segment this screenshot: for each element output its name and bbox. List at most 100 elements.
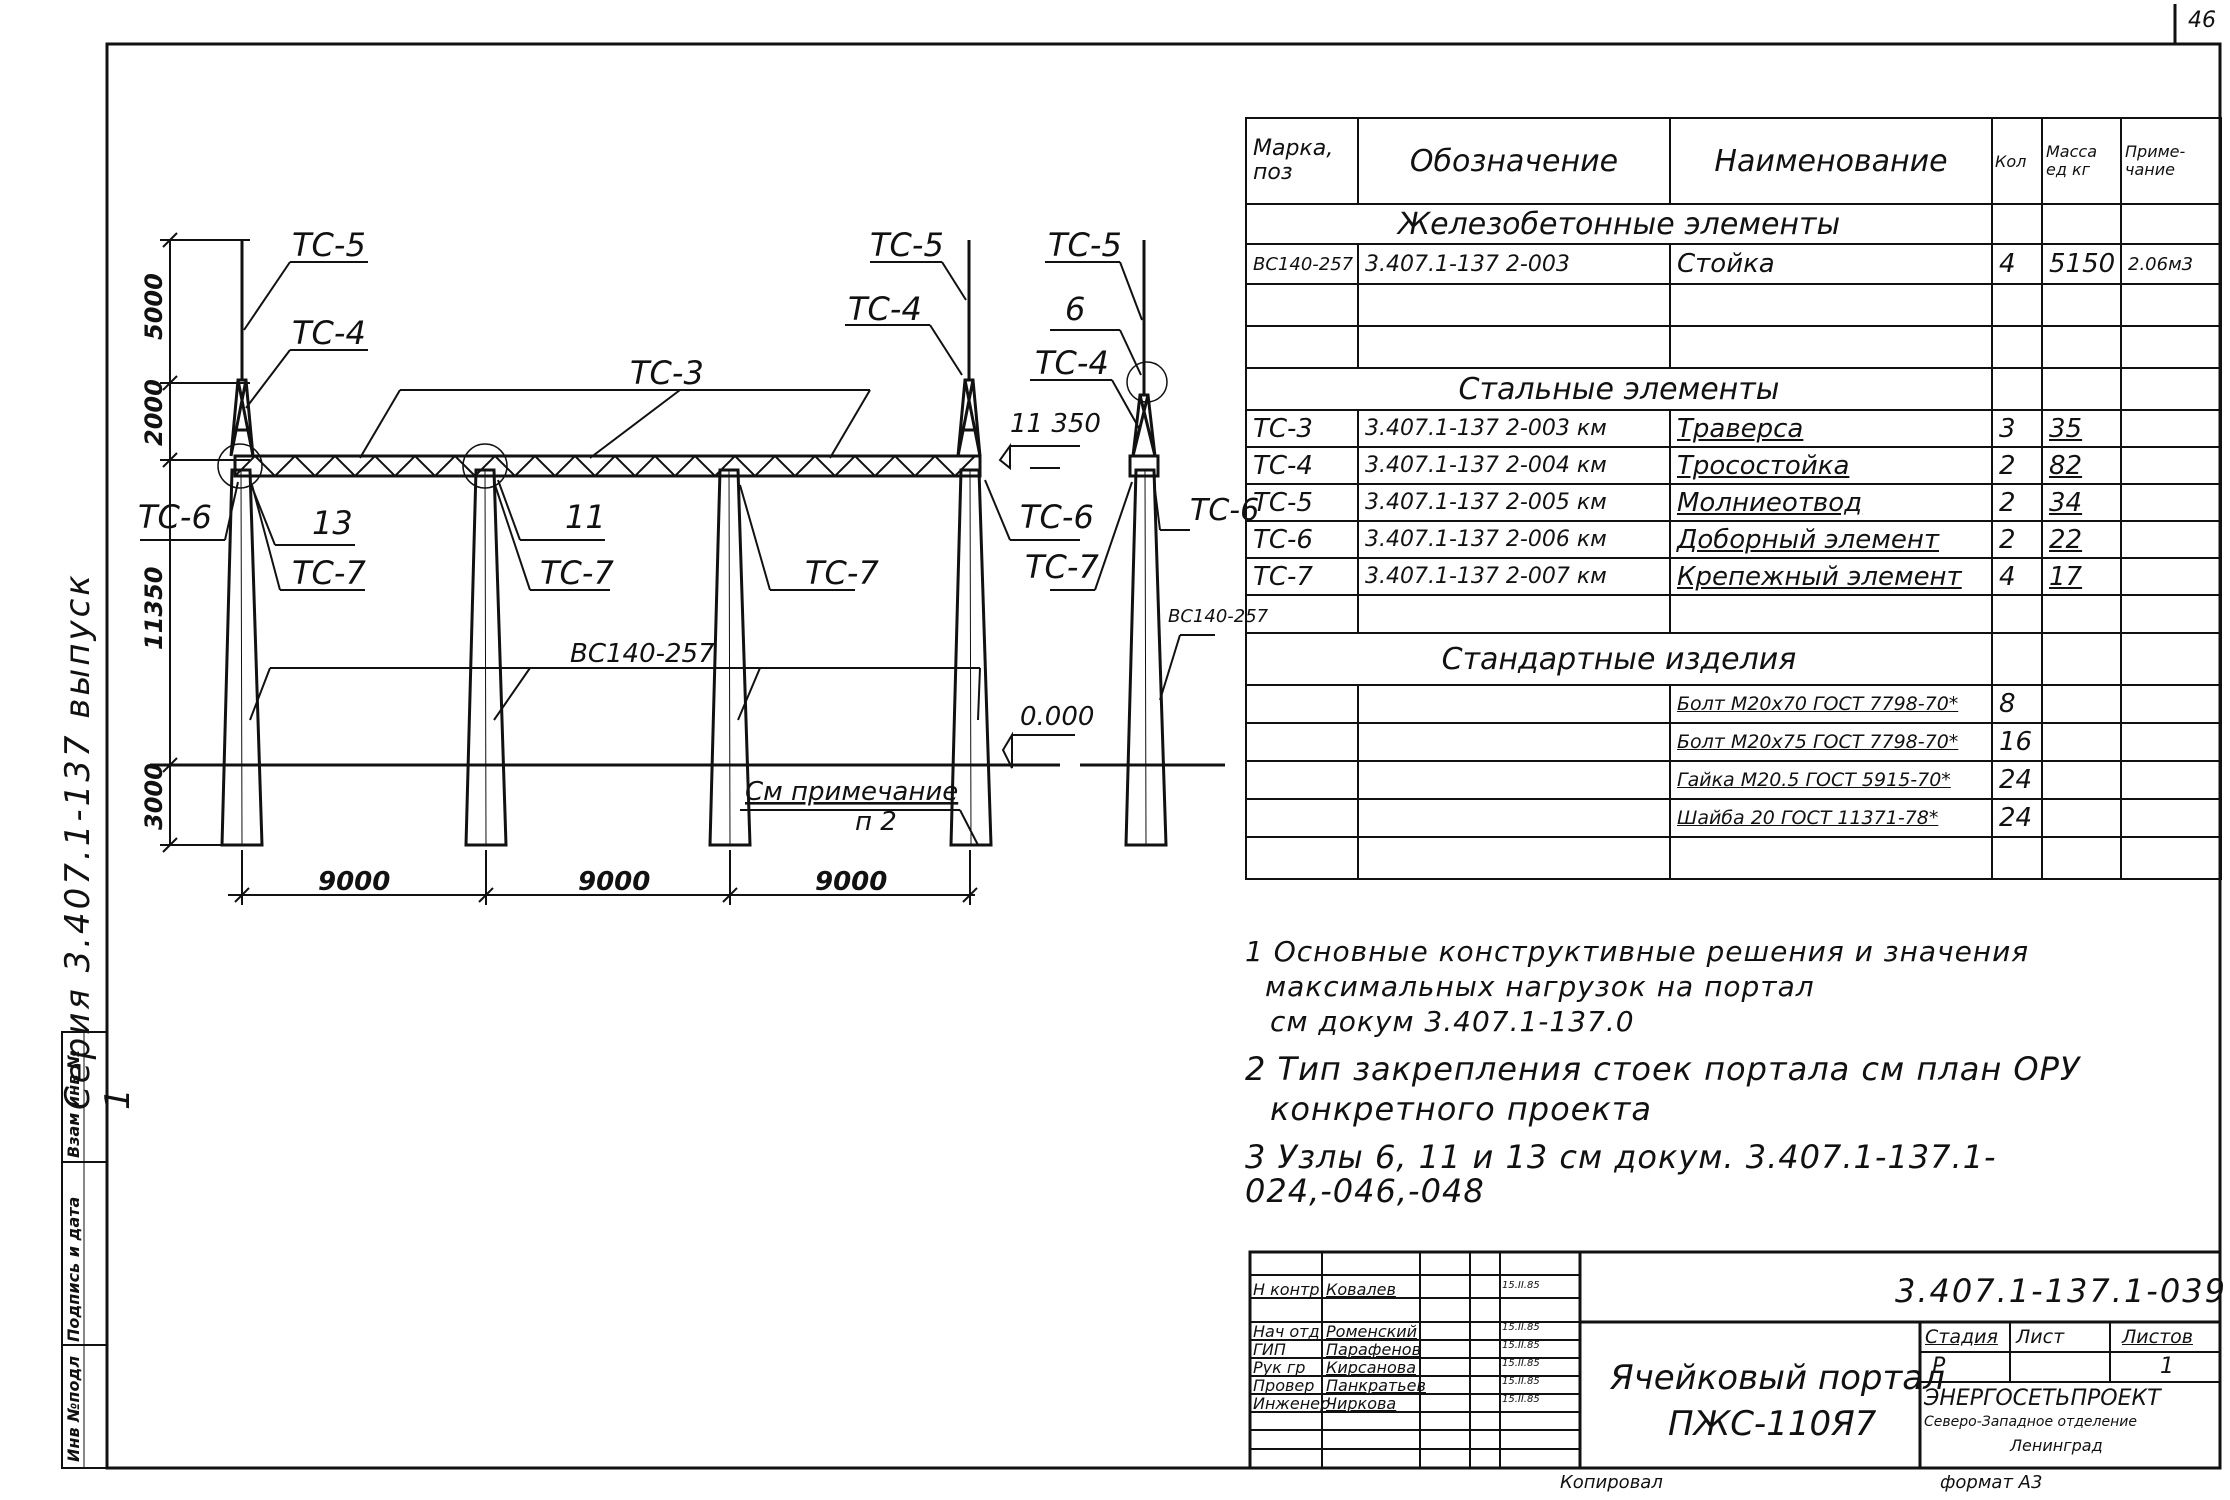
steel-qty: 2 — [1991, 483, 2043, 522]
steel-designation: 3.407.1-137 2-003 км — [1357, 409, 1671, 448]
rc-remark: 2.06м3 — [2120, 243, 2222, 285]
label-13: 13 — [312, 504, 353, 542]
std-remark — [2120, 722, 2222, 762]
header-qty: Кол — [1991, 117, 2043, 205]
column-1 — [220, 468, 264, 847]
rc-name: Стойка — [1669, 243, 1993, 285]
header-remark: Приме-чание — [2120, 117, 2222, 205]
label-tc6-a: ТС-6 — [138, 498, 212, 536]
std-name: Болт М20х75 ГОСТ 7798-70* — [1669, 722, 1993, 762]
steel-remark — [2120, 520, 2222, 559]
title-block-role: Инженер — [1253, 1394, 1331, 1413]
std-row: Шайба 20 ГОСТ 11371-78*24 — [1245, 798, 2222, 838]
spec-header-row: Марка, поз Обозначение Наименование Кол … — [1245, 117, 2222, 205]
std-remark — [2120, 684, 2222, 724]
org-line-1: ЭНЕРГОСЕТЬПРОЕКТ — [1924, 1386, 2161, 1411]
label-tc7-a: ТС-7 — [292, 554, 366, 592]
title-block-name: Ковалев — [1326, 1280, 1396, 1299]
steel-remark — [2120, 409, 2222, 448]
node-6-circle — [1126, 361, 1168, 403]
steel-designation: 3.407.1-137 2-007 км — [1357, 557, 1671, 596]
title-block-date: 15.II.85 — [1502, 1322, 1540, 1333]
title-block-name: Парафенов — [1326, 1340, 1421, 1359]
node-13-circle — [217, 443, 263, 489]
steel-name: Молниеотвод — [1669, 483, 1993, 522]
title-block-date: 15.II.85 — [1502, 1340, 1540, 1351]
steel-mass: 34 — [2041, 483, 2122, 522]
format-label: формат А3 — [1940, 1472, 2043, 1493]
label-tc3: ТС-3 — [630, 354, 704, 392]
std-row: Гайка М20.5 ГОСТ 5915-70*24 — [1245, 760, 2222, 800]
label-tc6-b: ТС-6 — [1020, 498, 1094, 536]
dim-9000-b: 9000 — [578, 867, 650, 897]
dim-5000: 5000 — [140, 273, 168, 340]
org-line-2: Северо-Западное отделение — [1924, 1414, 2137, 1430]
label-6: 6 — [1065, 290, 1085, 328]
steel-mass: 82 — [2041, 446, 2122, 485]
dim-2000: 2000 — [140, 379, 168, 446]
header-mark: Марка, поз — [1245, 117, 1359, 205]
steel-qty: 2 — [1991, 446, 2043, 485]
label-tc7-d: ТС-7 — [1025, 548, 1099, 586]
copied-label: Копировал — [1560, 1472, 1663, 1493]
std-name: Болт М20х70 ГОСТ 7798-70* — [1669, 684, 1993, 724]
steel-qty: 3 — [1991, 409, 2043, 448]
note-2-line-2: конкретного проекта — [1270, 1090, 1652, 1128]
traverse-truss — [233, 454, 982, 478]
spec-table: Марка, поз Обозначение Наименование Кол … — [1245, 117, 2222, 880]
label-tc4-a: ТС-4 — [292, 314, 366, 352]
sheets-label: Листов — [2122, 1326, 2193, 1348]
stage-label: Стадия — [1925, 1326, 1998, 1348]
doc-code: 3.407.1-137.1-039 — [1895, 1272, 2227, 1310]
label-note-ref-1: См примечание — [745, 777, 958, 807]
header-name: Наименование — [1669, 117, 1993, 205]
std-mass — [2041, 798, 2122, 838]
dim-9000-c: 9000 — [815, 867, 887, 897]
stage-value: Р — [1932, 1354, 1946, 1379]
steel-name: Крепежный элемент — [1669, 557, 1993, 596]
label-tc4-b: ТС-4 — [848, 290, 922, 328]
column-3 — [708, 468, 752, 847]
page-number: 46 — [2188, 8, 2216, 33]
steel-designation: 3.407.1-137 2-004 км — [1357, 446, 1671, 485]
steel-qty: 4 — [1991, 557, 2043, 596]
label-tc7-c: ТС-7 — [805, 554, 879, 592]
section-steel: Стальные элементы — [1245, 367, 1993, 411]
portal-drawing: 5000 2000 11350 3000 9000 9000 9000 ТС-5… — [138, 226, 1269, 905]
std-qty: 24 — [1991, 760, 2043, 800]
std-designation — [1357, 798, 1671, 838]
std-mass — [2041, 684, 2122, 724]
section-std: Стандартные изделия — [1245, 632, 1993, 686]
std-row: Болт М20х75 ГОСТ 7798-70*16 — [1245, 722, 2222, 762]
std-remark — [2120, 760, 2222, 800]
sheets-value: 1 — [2160, 1354, 2174, 1379]
std-designation — [1357, 684, 1671, 724]
dim-9000-a: 9000 — [318, 867, 390, 897]
label-elev-zero: 0.000 — [1020, 702, 1094, 732]
steel-mark: ТС-6 — [1245, 520, 1359, 559]
title-line-2: ПЖС-110Я7 — [1668, 1404, 1877, 1444]
label-tc4-c: ТС-4 — [1035, 344, 1109, 382]
title-block-role: ГИП — [1253, 1340, 1286, 1359]
steel-remark — [2120, 557, 2222, 596]
section-rc: Железобетонные элементы — [1245, 203, 1993, 245]
header-mass: Масса ед кг — [2041, 117, 2122, 205]
rc-mass: 5150 — [2041, 243, 2122, 285]
rc-designation: 3.407.1-137 2-003 — [1357, 243, 1671, 285]
steel-mark: ТС-7 — [1245, 557, 1359, 596]
title-block-date: 15.II.85 — [1502, 1376, 1540, 1387]
steel-remark — [2120, 483, 2222, 522]
steel-name: Доборный элемент — [1669, 520, 1993, 559]
steel-designation: 3.407.1-137 2-005 км — [1357, 483, 1671, 522]
steel-qty: 2 — [1991, 520, 2043, 559]
steel-mass: 35 — [2041, 409, 2122, 448]
steel-name: Траверса — [1669, 409, 1993, 448]
steel-remark — [2120, 446, 2222, 485]
